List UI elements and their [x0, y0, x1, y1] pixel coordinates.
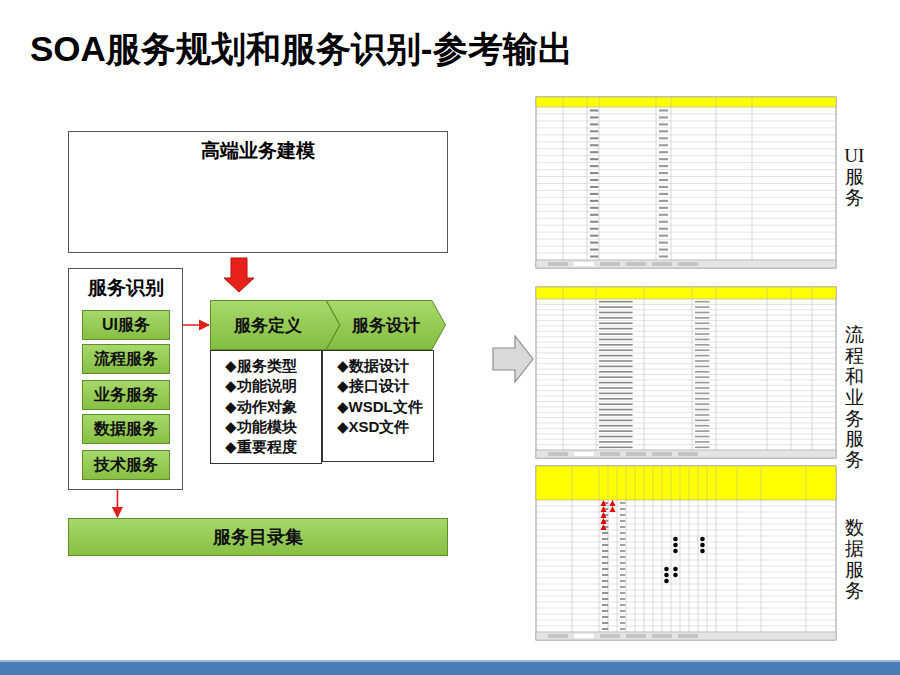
node-text: ◆重要程度 — [225, 437, 315, 457]
step-chevron: 服务设计 — [326, 300, 446, 350]
ui-sheet-thumbnail — [536, 97, 836, 268]
node-text: 服务目录集 — [209, 525, 307, 549]
service-box: 业务服务 — [82, 380, 170, 410]
catalog-box: 服务目录集 — [68, 518, 448, 556]
output-arrow — [493, 336, 533, 382]
node-text: ◆动作对象 — [225, 397, 315, 417]
slide-title: SOA服务规划和服务识别-参考输出 — [30, 26, 573, 73]
node-text: ◆功能说明 — [225, 376, 315, 396]
node-text: ◆功能模块 — [225, 417, 315, 437]
node-text: 业务服务 — [90, 385, 162, 406]
node-text: ◆XSD文件 — [337, 417, 427, 437]
side-label: 数据服务 — [843, 518, 866, 602]
node-text: 数据服务 — [90, 419, 162, 440]
node-text: 服务定义 — [234, 314, 302, 337]
process-sheet-thumbnail — [536, 287, 836, 458]
side-label: 流程和业务服务 — [843, 325, 866, 471]
detail-list: ◆数据设计◆接口设计◆WSDL文件◆XSD文件 — [322, 350, 434, 462]
node-text: ◆接口设计 — [337, 376, 427, 396]
node-text: 服务识别 — [69, 269, 182, 301]
node-text: 服务设计 — [352, 314, 420, 337]
node-text: 技术服务 — [90, 455, 162, 476]
footer-band — [0, 662, 900, 675]
step-pentagon: 服务定义 — [210, 300, 340, 350]
service-box: 数据服务 — [82, 414, 170, 444]
flow-arrow — [117, 490, 119, 517]
identification-panel: 服务识别 UI服务流程服务业务服务数据服务技术服务 — [68, 268, 183, 490]
service-box: 流程服务 — [82, 344, 170, 374]
footer-line — [0, 660, 900, 662]
block-arrow — [224, 258, 254, 292]
node-text: ◆服务类型 — [225, 356, 315, 376]
node-text: ◆数据设计 — [337, 356, 427, 376]
node-text: 高端业务建模 — [69, 132, 447, 164]
data-sheet-thumbnail — [536, 466, 836, 640]
modeling-panel: 高端业务建模 — [68, 131, 448, 253]
service-box: UI服务 — [82, 310, 170, 340]
node-text: ◆WSDL文件 — [337, 397, 427, 417]
node-text: UI服务 — [98, 315, 154, 336]
service-box: 技术服务 — [82, 450, 170, 480]
detail-list: ◆服务类型◆功能说明◆动作对象◆功能模块◆重要程度 — [210, 350, 322, 464]
node-text: 流程服务 — [90, 349, 162, 370]
side-label: UI服务 — [843, 146, 866, 209]
